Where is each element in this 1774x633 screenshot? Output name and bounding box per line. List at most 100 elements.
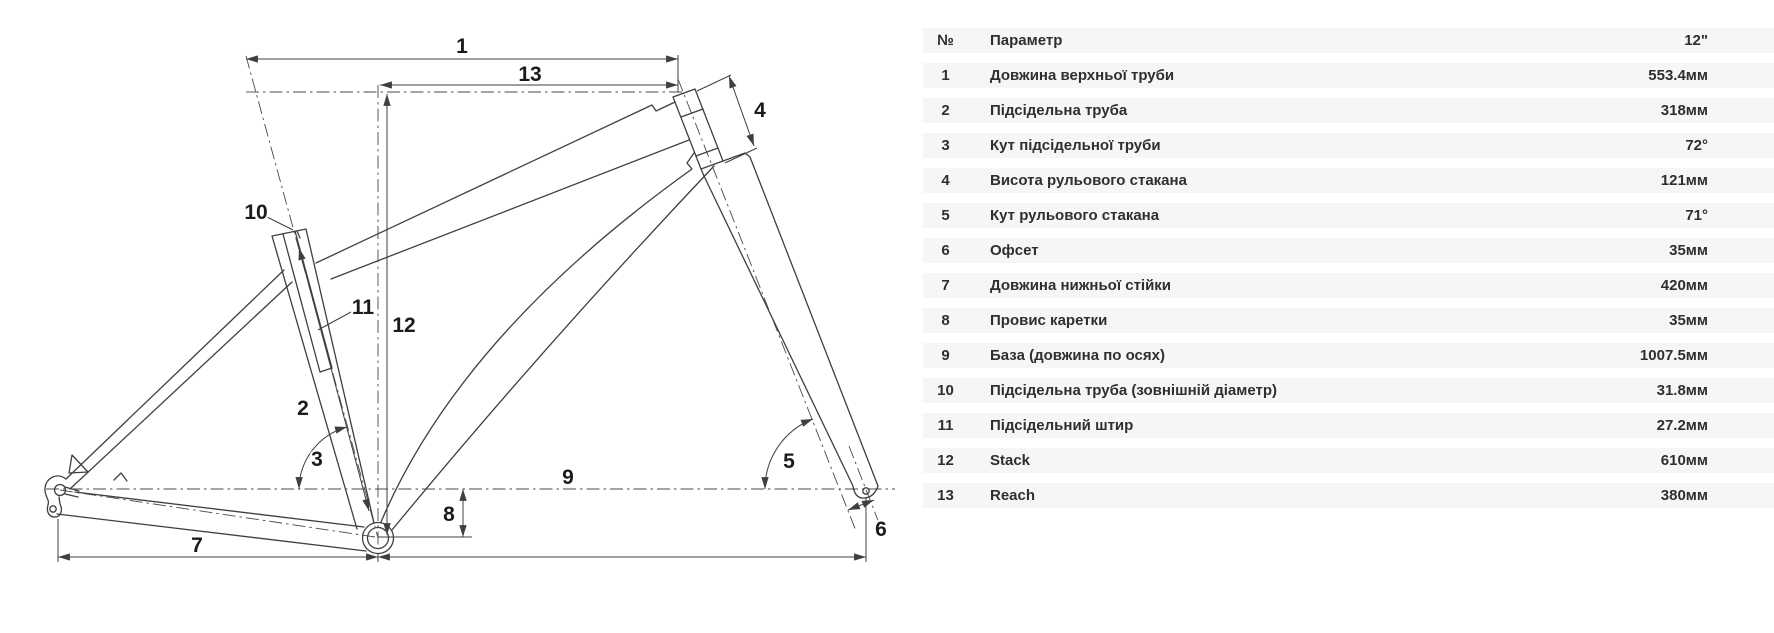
dim-label-6: 6: [875, 518, 887, 541]
dim-label-4: 4: [754, 99, 766, 122]
row-value-cell: 1007.5мм: [1639, 347, 1708, 364]
row-value-cell: 420мм: [1660, 277, 1708, 294]
table-row: 13 Reach 380мм: [923, 483, 1774, 508]
dim-label-8: 8: [443, 503, 455, 526]
dim-label-5: 5: [783, 450, 795, 473]
row-number-cell: 2: [941, 102, 950, 119]
seat-tube: [271, 228, 375, 530]
header-parameter-cell: Параметр: [990, 32, 1063, 49]
row-number-cell: 1: [941, 67, 950, 84]
dim-label-10: 10: [244, 201, 267, 224]
table-row: 11 Підсідельний штир 27.2мм: [923, 413, 1774, 438]
table-row: 2 Підсідельна труба 318мм: [923, 98, 1774, 123]
dim-seat-angle-arc: [295, 426, 348, 490]
row-value-cell: 553.4мм: [1648, 67, 1708, 84]
row-parameter-cell: Підсідельний штир: [990, 417, 1134, 434]
row-parameter-cell: Офсет: [990, 242, 1039, 259]
row-number-cell: 4: [941, 172, 950, 189]
table-row: 3 Кут підсідельної труби 72°: [923, 133, 1774, 158]
row-parameter-cell: Кут рульового стакана: [990, 207, 1160, 224]
rear-dropout-hanger: [44, 475, 67, 518]
cable-stop: [113, 472, 128, 482]
table-body: 1 Довжина верхньої труби 553.4мм 2 Підсі…: [923, 63, 1774, 508]
table-row: 5 Кут рульового стакана 71°: [923, 203, 1774, 228]
row-number-cell: 7: [941, 277, 950, 294]
seat-tube-axis-line: [245, 55, 379, 539]
dim-seat-tube: [298, 247, 370, 512]
row-value-cell: 318мм: [1660, 102, 1708, 119]
row-parameter-cell: Висота рульового стакана: [990, 172, 1187, 189]
bottom-bracket-inner: [366, 526, 390, 550]
row-parameter-cell: База (довжина по осях): [990, 347, 1165, 364]
table-row: 4 Висота рульового стакана 121мм: [923, 168, 1774, 193]
dimension-lines: [57, 55, 875, 562]
fork-dropout: [852, 485, 879, 499]
dim-label-13: 13: [518, 63, 541, 86]
row-number-cell: 6: [941, 242, 950, 259]
row-parameter-cell: Кут підсідельної труби: [990, 137, 1161, 154]
table-row: 12 Stack 610мм: [923, 448, 1774, 473]
hanger-hole: [49, 505, 57, 513]
dim-head-tube: [728, 75, 755, 147]
table-row: 9 База (довжина по осях) 1007.5мм: [923, 343, 1774, 368]
front-axle-hole: [862, 487, 870, 495]
dim-label-3: 3: [311, 448, 323, 471]
frame-geometry-diagram: 1 13 4 10 11 12 2 3 9 5 8 6 7: [44, 33, 895, 562]
dimension-labels: 1 13 4 10 11 12 2 3 9 5 8 6 7: [189, 33, 889, 559]
fork: [700, 152, 879, 487]
steering-axis-line: [677, 78, 857, 532]
dim-label-7: 7: [191, 534, 203, 557]
dim-label-11: 11: [352, 296, 375, 319]
row-parameter-cell: Stack: [990, 452, 1031, 469]
row-value-cell: 380мм: [1660, 487, 1708, 504]
table-row: 8 Провис каретки 35мм: [923, 308, 1774, 333]
rear-axle-hole: [53, 483, 67, 497]
seat-stays: [65, 269, 293, 490]
row-value-cell: 31.8мм: [1656, 382, 1708, 399]
table-row: 6 Офсет 35мм: [923, 238, 1774, 263]
row-number-cell: 10: [937, 382, 954, 399]
dim-label-2: 2: [297, 397, 309, 420]
row-number-cell: 9: [941, 347, 950, 364]
ext-axles-bb: [57, 497, 867, 562]
hub-offset-axis-line: [848, 445, 880, 524]
row-number-cell: 3: [941, 137, 950, 154]
dim-label-12: 12: [392, 314, 415, 337]
down-tube: [380, 152, 715, 531]
chain-stays: [56, 491, 367, 552]
row-value-cell: 610мм: [1660, 452, 1708, 469]
header-size-cell: 12": [1684, 32, 1708, 49]
stay-gusset: [68, 454, 89, 474]
row-number-cell: 11: [937, 417, 954, 434]
leader-seat-tube-od: [266, 216, 294, 231]
seat-clamp-slot: [296, 230, 301, 239]
geometry-spec-table: № Параметр 12" 1 Довжина верхньої труби …: [923, 28, 1774, 518]
row-parameter-cell: Підсідельна труба: [990, 102, 1128, 119]
row-value-cell: 35мм: [1669, 312, 1708, 329]
row-parameter-cell: Довжина верхньої труби: [990, 67, 1175, 84]
axle-slot: [64, 486, 80, 498]
ext-head-tube: [696, 74, 758, 164]
row-number-cell: 12: [937, 452, 954, 469]
row-parameter-cell: Довжина нижньої стійки: [990, 277, 1172, 294]
headset-cups: [680, 108, 719, 157]
dim-head-angle-arc: [761, 418, 814, 490]
dim-label-9: 9: [562, 466, 574, 489]
row-number-cell: 8: [941, 312, 950, 329]
dim-fork-offset: [847, 499, 875, 511]
row-value-cell: 72°: [1685, 137, 1708, 154]
row-parameter-cell: Провис каретки: [990, 312, 1108, 329]
header-number-cell: №: [937, 32, 954, 49]
table-row: 7 Довжина нижньої стійки 420мм: [923, 273, 1774, 298]
row-number-cell: 13: [937, 487, 954, 504]
centerlines: [46, 55, 895, 546]
row-parameter-cell: Підсідельна труба (зовнішній діаметр): [990, 382, 1277, 399]
frame-outline: [44, 88, 879, 555]
table-header-row: № Параметр 12": [923, 28, 1774, 53]
chainstay-axis-line: [59, 489, 376, 538]
table-row: 1 Довжина верхньої труби 553.4мм: [923, 63, 1774, 88]
table-row: 10 Підсідельна труба (зовнішній діаметр)…: [923, 378, 1774, 403]
row-value-cell: 121мм: [1660, 172, 1708, 189]
row-value-cell: 71°: [1685, 207, 1708, 224]
